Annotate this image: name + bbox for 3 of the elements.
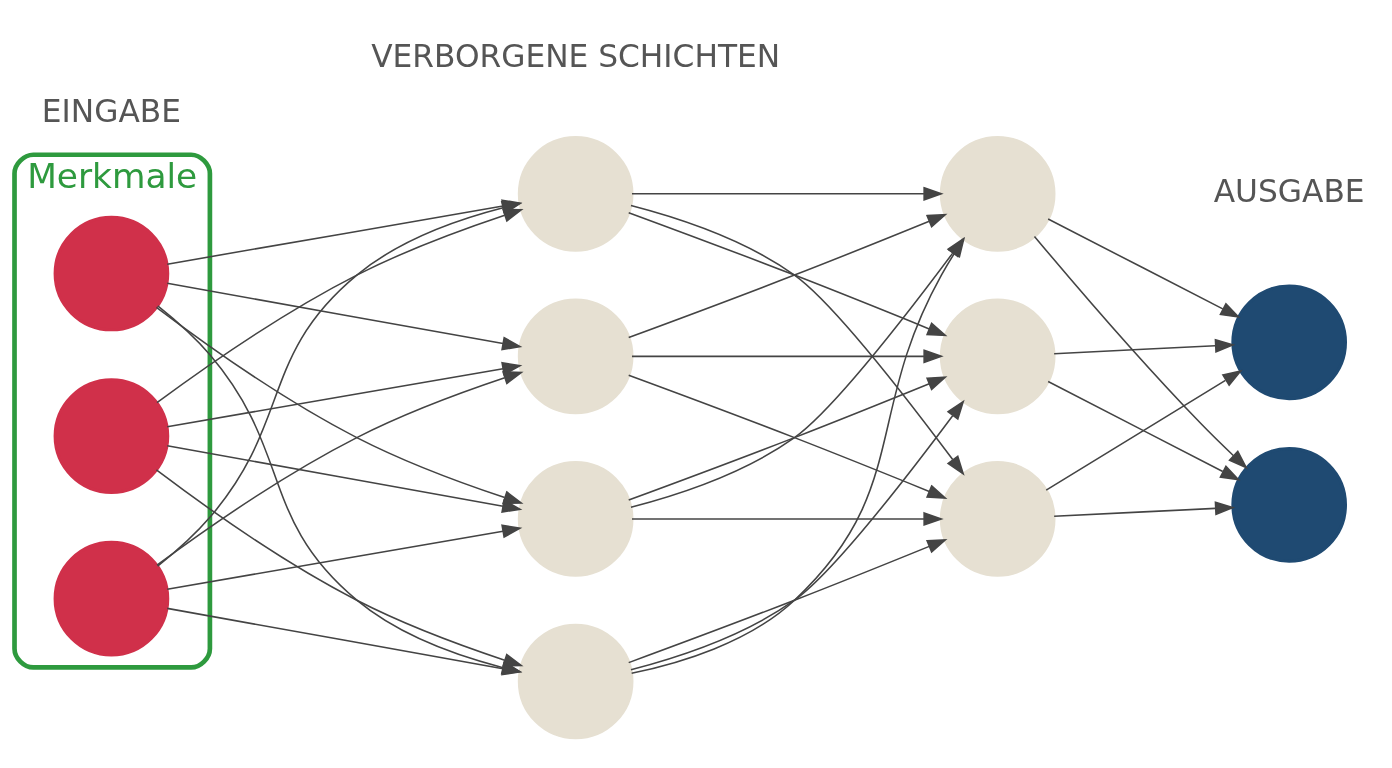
label: AUSGABE bbox=[1213, 172, 1365, 209]
label: VERBORGENE SCHICHTEN bbox=[371, 37, 781, 74]
label: EINGABE bbox=[41, 92, 181, 129]
